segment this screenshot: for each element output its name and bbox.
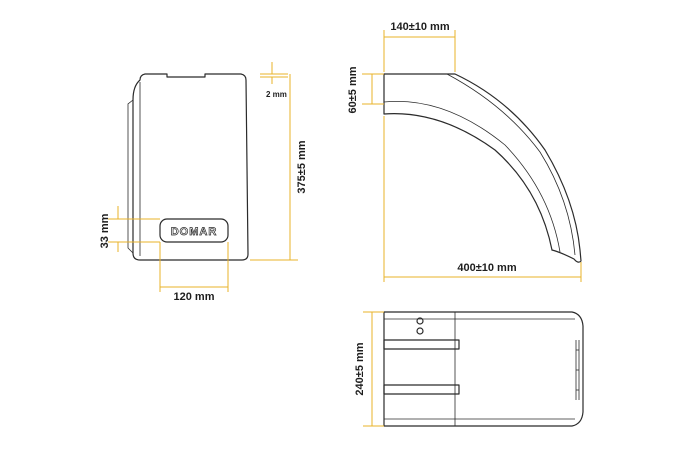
top-view-body bbox=[383, 311, 584, 427]
dim-front-gap: 2 mm bbox=[260, 62, 288, 99]
strap-lower bbox=[383, 384, 460, 395]
logo-text: DOMAR bbox=[171, 226, 218, 238]
dim-side-length-label: 400±10 mm bbox=[457, 262, 516, 274]
dim-front-height-label: 375±5 mm bbox=[296, 140, 308, 193]
dim-side-length: 400±10 mm bbox=[383, 116, 582, 282]
side-view bbox=[383, 73, 582, 263]
bolt-lower-icon bbox=[416, 327, 424, 335]
dim-side-top-width-label: 140±10 mm bbox=[390, 21, 449, 33]
front-view-shadow-edge bbox=[127, 99, 134, 254]
dim-side-top-height-label: 60±5 mm bbox=[347, 66, 359, 113]
strap-upper bbox=[383, 339, 460, 350]
dim-front-gap-label: 2 mm bbox=[266, 90, 287, 99]
dim-logo-height-label: 33 mm bbox=[99, 213, 111, 248]
dim-front-width: 120 mm bbox=[159, 242, 229, 303]
bolt-upper-icon bbox=[416, 317, 424, 325]
dim-logo-height: 33 mm bbox=[99, 206, 160, 252]
side-view-inner-profile bbox=[383, 73, 553, 251]
dim-top-width: 240±5 mm bbox=[354, 311, 384, 427]
dim-front-width-label: 120 mm bbox=[174, 291, 215, 303]
side-view-outer-profile bbox=[383, 73, 582, 263]
dim-front-height: 375±5 mm bbox=[250, 74, 308, 261]
dim-side-top-height: 60±5 mm bbox=[347, 66, 384, 114]
front-view: DOMAR bbox=[127, 73, 249, 261]
dim-side-top-width: 140±10 mm bbox=[383, 21, 456, 72]
logo-plate bbox=[159, 218, 229, 243]
front-view-body bbox=[132, 73, 249, 261]
dim-top-width-label: 240±5 mm bbox=[354, 342, 366, 395]
side-view-top-bevel bbox=[446, 73, 576, 256]
top-view bbox=[383, 311, 584, 427]
side-view-inner-edge bbox=[383, 100, 561, 253]
